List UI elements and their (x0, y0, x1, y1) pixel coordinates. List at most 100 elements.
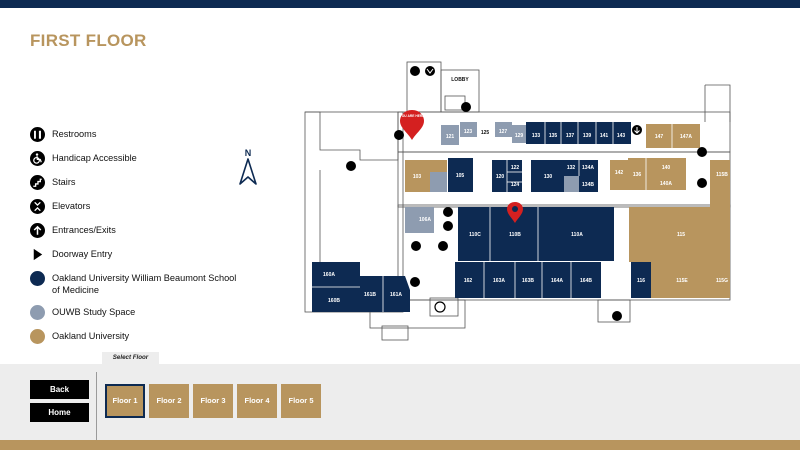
restrooms-icon (697, 178, 707, 188)
handicap-icon (30, 151, 45, 166)
room-label: 164B (580, 278, 592, 284)
legend-item-ouwb: Oakland University William Beaumont Scho… (30, 271, 240, 296)
rooms-110[interactable] (458, 207, 614, 261)
you-are-here-marker: YOU ARE HERE (400, 110, 425, 140)
back-button[interactable]: Back (30, 380, 89, 399)
legend-item-study: OUWB Study Space (30, 305, 240, 320)
restrooms-icon (443, 207, 453, 217)
room-label: 105 (456, 173, 465, 179)
room-142[interactable] (610, 160, 628, 190)
floor-5-button[interactable]: Floor 5 (281, 384, 321, 418)
room-130[interactable] (531, 160, 565, 192)
room-label: 139 (583, 133, 592, 139)
room-label: 129 (515, 133, 524, 139)
room-label: 115E (676, 278, 688, 284)
rooms-147[interactable] (646, 124, 700, 148)
room-127[interactable] (495, 122, 512, 137)
north-arrow-icon (239, 158, 257, 185)
room-label: 140A (660, 181, 672, 187)
compass-label: N (245, 148, 252, 158)
room-label: 147A (680, 134, 692, 140)
stairs-icon (410, 277, 420, 287)
room-label: 127 (499, 129, 508, 135)
room-115[interactable] (629, 200, 730, 262)
room-label: 110B (509, 232, 521, 238)
room-115b[interactable] (710, 160, 730, 200)
entrance-exit-icon (30, 223, 45, 238)
page-title: FIRST FLOOR (30, 31, 147, 50)
room-label: 110A (571, 232, 583, 238)
room-label: 123 (464, 129, 473, 135)
room-134b[interactable] (579, 176, 598, 192)
room-label: 163B (522, 278, 534, 284)
room-129[interactable] (512, 125, 526, 143)
stairs-icon (461, 102, 471, 112)
tan-swatch (30, 329, 45, 344)
room-label: 132 (567, 165, 576, 171)
room-105[interactable] (448, 158, 473, 192)
bottom-accent-bar (0, 440, 800, 450)
room-label: 162 (464, 278, 473, 284)
floor-4-button[interactable]: Floor 4 (237, 384, 277, 418)
room-label: 106A (419, 217, 431, 223)
rooms-136-140[interactable] (628, 158, 686, 190)
floor-3-button[interactable]: Floor 3 (193, 384, 233, 418)
room-106a[interactable] (405, 207, 434, 233)
room-label: 142 (615, 170, 624, 176)
room-132-study[interactable] (564, 176, 579, 192)
elevator-icon (425, 66, 435, 76)
room-label: 163A (493, 278, 505, 284)
room-label: 124 (511, 182, 520, 188)
north-compass: N (239, 148, 257, 185)
rooms-162-164[interactable] (455, 262, 601, 298)
room-label: 115B (716, 172, 728, 178)
elevator-icon (30, 199, 45, 214)
top-accent-bar (0, 0, 800, 8)
room-label: 147 (655, 134, 664, 140)
legend-item-ou: Oakland University (30, 329, 240, 344)
room-115e[interactable] (651, 262, 713, 298)
restrooms-icon (443, 221, 453, 231)
room-label: 136 (633, 172, 642, 178)
stairs-icon (612, 311, 622, 321)
room-label: 143 (617, 133, 626, 139)
room-115g[interactable] (713, 262, 730, 298)
legend-item-doorway: Doorway Entry (30, 247, 240, 262)
panel-divider (96, 372, 97, 440)
room-label: 161B (364, 292, 376, 298)
room-label: 103 (413, 174, 422, 180)
room-label: 134A (582, 165, 594, 171)
map-legend: Restrooms Handicap Accessible Stairs Ele… (30, 127, 240, 353)
doorway-entry-icon (30, 247, 45, 262)
room-label: 164A (551, 278, 563, 284)
room-label: 137 (566, 133, 575, 139)
room-label: 115 (677, 232, 685, 238)
room-121[interactable] (441, 125, 459, 145)
location-pin-icon (507, 202, 523, 223)
room-label: 125 (481, 130, 490, 136)
floor-1-button[interactable]: Floor 1 (105, 384, 145, 418)
room-116[interactable] (631, 262, 651, 298)
floor-2-button[interactable]: Floor 2 (149, 384, 189, 418)
map-symbols (346, 66, 707, 321)
room-label: 116 (637, 278, 645, 284)
room-label: 122 (511, 165, 520, 171)
rooms-132-134a[interactable] (564, 160, 598, 176)
room-123[interactable] (460, 122, 477, 137)
rooms-133-143[interactable] (526, 122, 631, 144)
room-label: 141 (600, 133, 609, 139)
room-103-study[interactable] (430, 172, 447, 192)
room-label: 120 (496, 174, 505, 180)
home-button[interactable]: Home (30, 403, 89, 422)
gray-swatch (30, 305, 45, 320)
stairs-icon (394, 130, 404, 140)
lobby-label: LOBBY (451, 77, 469, 83)
restrooms-icon (30, 127, 45, 142)
rooms-161[interactable] (360, 276, 410, 312)
room-label: 133 (532, 133, 541, 139)
room-label: 134B (582, 182, 594, 188)
restrooms-icon (438, 241, 448, 251)
legend-item-stairs: Stairs (30, 175, 240, 190)
handicap-icon (410, 66, 420, 76)
floor-map[interactable]: 121 123 127 129 133 135 137 139 141 143 … (296, 56, 736, 344)
